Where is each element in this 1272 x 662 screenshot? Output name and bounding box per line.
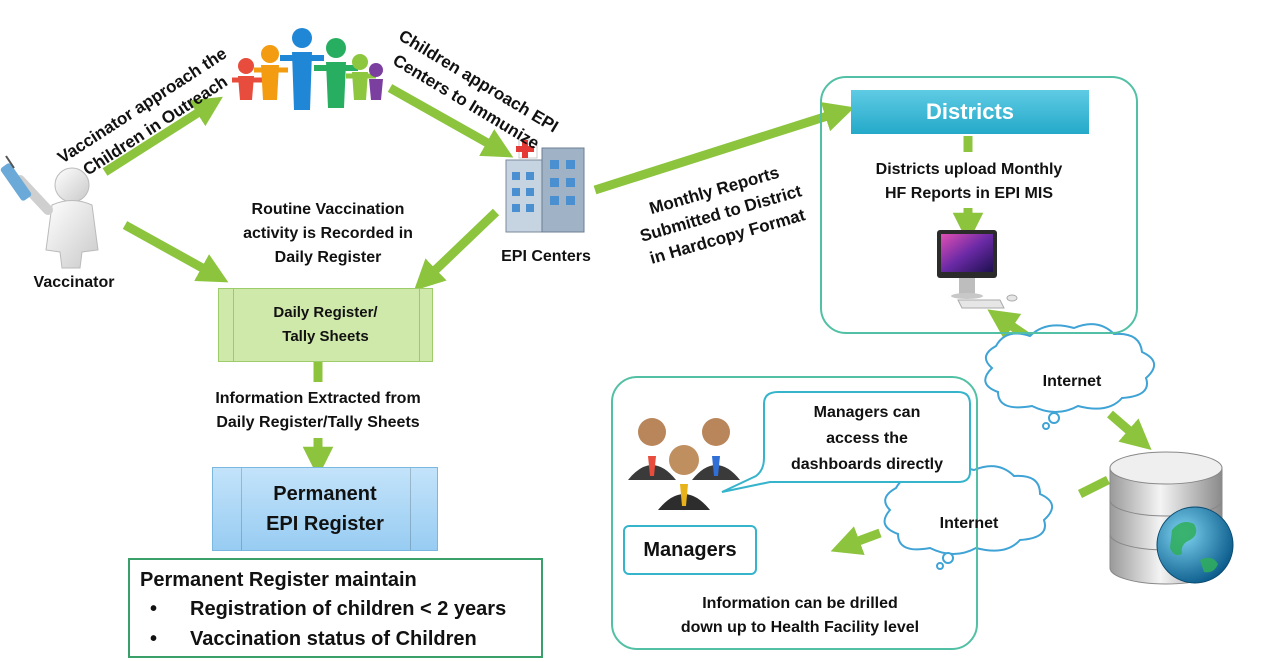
arrow-internet-to-database <box>1107 410 1152 451</box>
permanent-register-box: Permanent EPI Register <box>212 467 438 551</box>
districts-header: Districts <box>851 90 1089 134</box>
managers-callout-text: Managers can access the dashboards direc… <box>790 404 944 473</box>
districts-upload-label: Districts upload Monthly HF Reports in E… <box>875 161 1063 202</box>
managers-box: Managers <box>623 525 757 575</box>
internet-cloud-top <box>984 323 1155 430</box>
arrow-children-to-epi <box>387 84 514 158</box>
epi-centers-label: EPI Centers <box>501 248 591 265</box>
routine-vaccination-label: Routine Vaccination activity is Recorded… <box>243 201 413 266</box>
info-extracted-label: Information Extracted from Daily Registe… <box>215 390 421 431</box>
permanent-maintain-title: Permanent Register maintain <box>140 569 417 591</box>
hospital-building-icon <box>505 139 585 233</box>
arrow-internet-to-managers <box>830 526 882 556</box>
managers-frame <box>611 376 978 650</box>
arrow-epi-to-districts <box>593 102 855 195</box>
daily-register-box: Daily Register/ Tally Sheets <box>218 288 433 362</box>
internet-top-label: Internet <box>1042 373 1102 390</box>
permanent-maintain-bullet: Registration of children < 2 years <box>140 594 531 624</box>
vaccinator-label: Vaccinator <box>33 274 115 291</box>
arrow-vaccinator-to-children <box>102 96 223 176</box>
drilled-down-label: Information can be drilled down up to He… <box>680 595 920 636</box>
arrow-epi-to-register <box>413 208 500 291</box>
internet-bottom-label: Internet <box>939 515 999 532</box>
desktop-computer-icon <box>937 230 1018 309</box>
arrow-database-to-internet <box>1077 475 1111 499</box>
database-globe-icon <box>1109 451 1234 585</box>
vaccinator-figure-icon <box>0 155 99 269</box>
permanent-maintain-box: Permanent Register maintain Registration… <box>128 558 543 658</box>
children-group-icon <box>232 28 383 110</box>
arrow-vaccinator-to-register <box>122 221 229 283</box>
district-frame <box>820 76 1138 334</box>
permanent-maintain-bullet: Vaccination status of Children <box>140 624 531 654</box>
managers-group-icon <box>628 418 740 510</box>
